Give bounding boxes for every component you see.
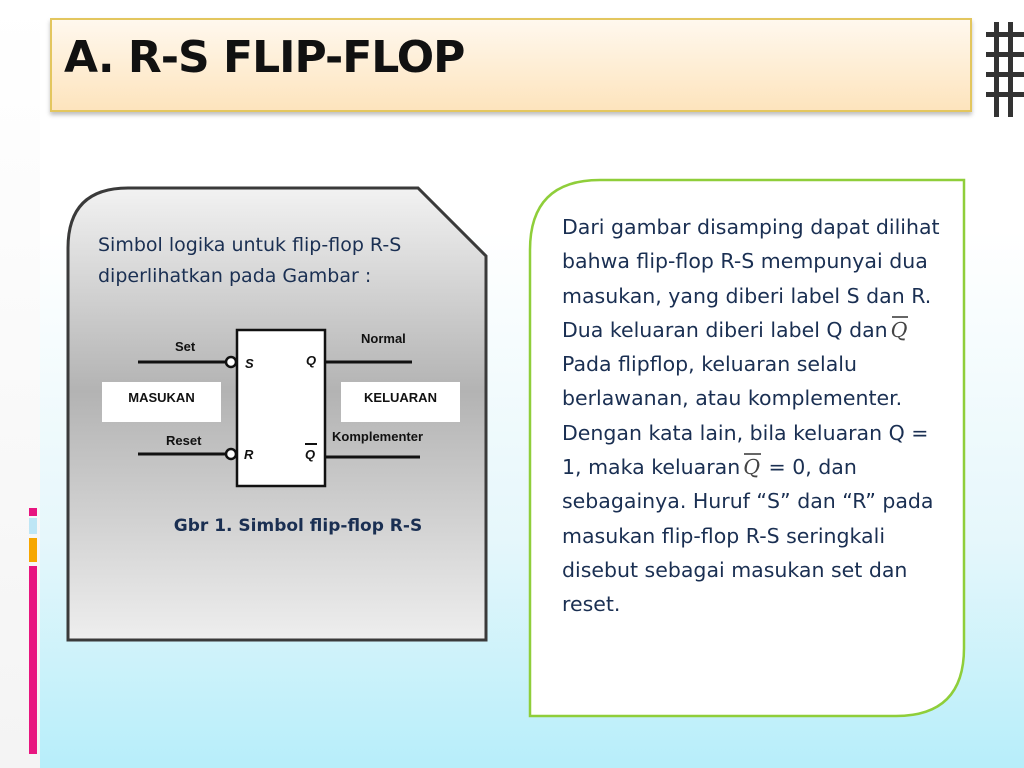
- figure-caption: Gbr 1. Simbol flip-flop R-S: [173, 516, 423, 536]
- explanation-panel-frame: [528, 178, 966, 718]
- masukan-label: MASUKAN: [128, 390, 194, 405]
- explanation-part-3: = 0, dan sebagainya. Huruf “S” dan “R” p…: [562, 455, 934, 617]
- accent-bar-orange: [29, 538, 37, 562]
- explanation-part-2: Pada flipflop, keluaran selalu berlawana…: [562, 352, 929, 480]
- explanation-part-1: Dari gambar disamping dapat dilihat bahw…: [562, 215, 940, 342]
- set-input-bubble: [224, 355, 238, 369]
- set-label: Set: [175, 339, 196, 354]
- slide-title: A. R-S FLIP-FLOP: [64, 32, 465, 83]
- q-bar-symbol-2: Q: [741, 450, 762, 484]
- masukan-box: [102, 382, 221, 422]
- accent-bar-pink: [29, 566, 37, 754]
- flipflop-body: [235, 328, 327, 488]
- reset-label: Reset: [166, 433, 202, 448]
- keluaran-label: KELUARAN: [364, 390, 437, 405]
- symbol-intro-text: Simbol logika untuk flip-flop R-S diperl…: [98, 234, 402, 287]
- keluaran-box: [341, 382, 460, 422]
- title-banner: A. R-S FLIP-FLOP: [50, 18, 972, 112]
- explanation-text: Dari gambar disamping dapat dilihat bahw…: [562, 210, 952, 622]
- qbar-pin-label: Q: [305, 447, 315, 462]
- explanation-panel: Dari gambar disamping dapat dilihat bahw…: [528, 178, 968, 718]
- accent-bar-pink-top: [29, 508, 37, 516]
- komplementer-label: Komplementer: [332, 429, 423, 444]
- reset-input-bubble: [224, 447, 238, 461]
- s-pin-label: S: [245, 356, 254, 371]
- rs-flipflop-diagram: Set Reset S R Q Q Normal Komplementer MA…: [102, 328, 460, 488]
- accent-bar-lightblue: [29, 518, 37, 534]
- r-pin-label: R: [244, 447, 254, 462]
- normal-label: Normal: [361, 331, 406, 346]
- q-bar-symbol-1: Q: [889, 313, 910, 347]
- q-pin-label: Q: [306, 353, 316, 368]
